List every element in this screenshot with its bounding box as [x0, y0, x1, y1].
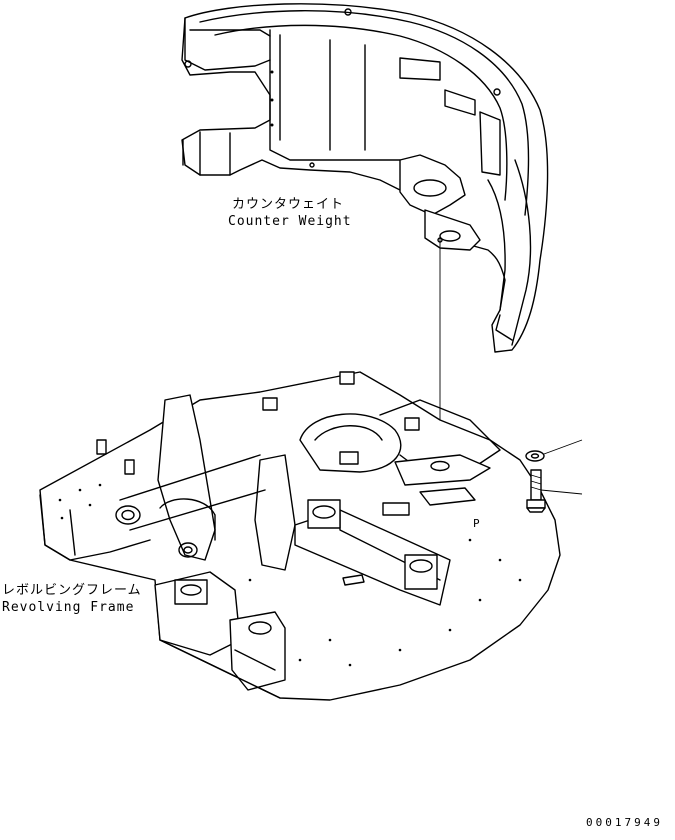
revolving-frame-label-jp: レボルビングフレーム — [2, 583, 142, 598]
svg-text:P: P — [473, 517, 480, 530]
counter-weight-label-en: Counter Weight — [228, 214, 352, 229]
washer-drawing — [525, 439, 583, 462]
counter-weight-label-jp: カウンタウェイト — [231, 197, 344, 212]
revolving-frame-drawing: P — [39, 371, 561, 701]
counter-weight-drawing — [181, 3, 549, 353]
revolving-frame-label-en: Revolving Frame — [2, 600, 135, 615]
document-number: 00017949 — [586, 816, 663, 829]
bolt-drawing — [526, 469, 583, 513]
